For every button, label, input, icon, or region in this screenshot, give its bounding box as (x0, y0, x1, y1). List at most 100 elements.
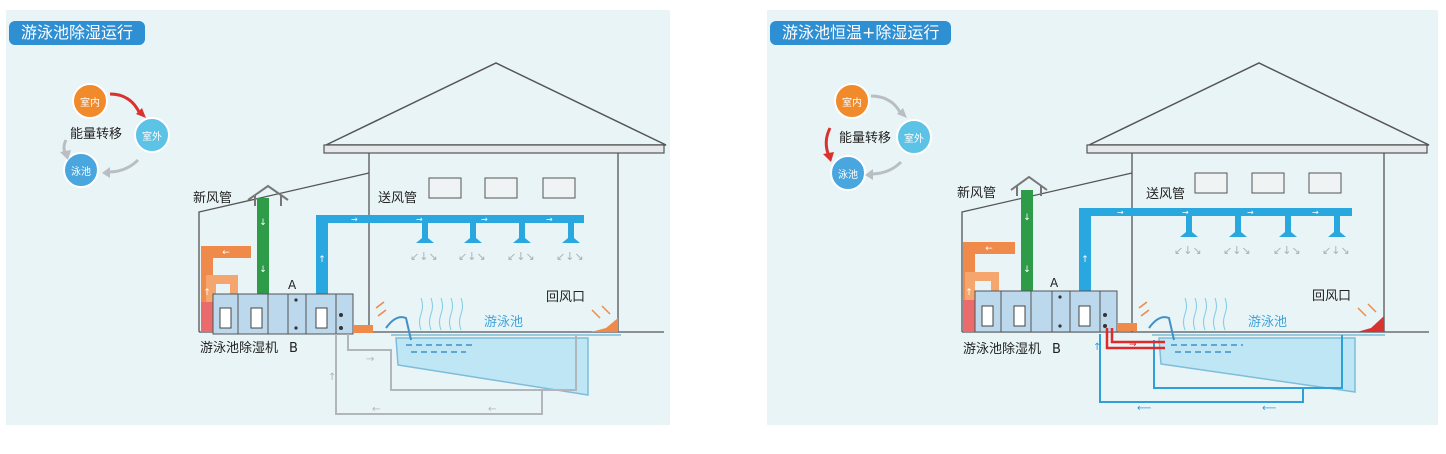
evaporation-lines (1183, 297, 1227, 331)
svg-text:↙↓↘: ↙↓↘ (1273, 244, 1301, 257)
supply-diffusers (416, 223, 580, 243)
annex-outline (198, 172, 370, 332)
svg-text:↙↓↘: ↙↓↘ (1223, 244, 1251, 257)
point-a-label: A (288, 278, 297, 292)
return-inlet (353, 325, 373, 333)
fresh-air-label: 新风管 (957, 185, 996, 201)
return-inlet (1117, 323, 1137, 331)
fresh-air-duct (257, 198, 269, 302)
svg-text:室内: 室内 (842, 96, 862, 109)
water-pipe (1099, 334, 1343, 403)
pool-ladder (1148, 316, 1175, 341)
svg-text:↓: ↓ (1023, 265, 1031, 275)
window (1194, 172, 1228, 194)
window (484, 177, 518, 199)
curved-arrow-icon (107, 158, 140, 174)
svg-text:→: → (481, 215, 488, 224)
pool-ladder (385, 316, 412, 341)
water-flow-arrows: ↑←←→ (328, 354, 496, 415)
svg-text:泳池: 泳池 (838, 168, 858, 181)
svg-text:↑: ↑ (328, 372, 336, 383)
pool-ripples (1171, 344, 1243, 353)
pool-ripples (406, 344, 476, 353)
point-a-label: A (1050, 276, 1059, 290)
svg-text:↑: ↑ (1093, 342, 1101, 353)
energy-transfer-label: 能量转移 (839, 131, 891, 146)
svg-text:⟵: ⟵ (1137, 403, 1151, 414)
heating-dehumidify-diagram: ↓ ↓ ← ↑ ↑ → → → → ↙↓↘↙↓↘ ↙↓↘↙↓↘ (823, 62, 1430, 414)
supply-air-label: 送风管 (1146, 187, 1185, 202)
house-roof (325, 62, 667, 146)
svg-text:↑: ↑ (318, 255, 326, 265)
indoor-icon (72, 83, 108, 119)
roof-eave (323, 144, 665, 154)
pool-label: 游泳池 (1248, 315, 1287, 330)
svg-text:→: → (366, 354, 374, 365)
curved-arrow-icon (870, 160, 903, 176)
return-air-label: 回风口 (546, 290, 585, 305)
window (1251, 172, 1285, 194)
supply-air-label: 送风管 (378, 191, 417, 206)
dehumidifier-unit (212, 293, 354, 335)
energy-transfer-label: 能量转移 (70, 127, 122, 142)
svg-text:↙↓↘: ↙↓↘ (1174, 244, 1202, 257)
window (428, 177, 462, 199)
return-grille (591, 318, 618, 332)
energy-transfer-cycle: 室内 室外 泳池 (823, 83, 932, 191)
dehumidifier-unit (974, 290, 1118, 333)
svg-text:→: → (351, 215, 358, 224)
fresh-air-label: 新风管 (193, 190, 232, 206)
svg-text:→: → (1312, 208, 1319, 217)
svg-text:↙↓↘: ↙↓↘ (556, 250, 584, 263)
pool-label: 游泳池 (484, 315, 523, 330)
svg-text:↙↓↘: ↙↓↘ (410, 250, 438, 263)
pool-icon (63, 152, 99, 188)
fresh-air-duct (1021, 190, 1033, 300)
roof-eave (1086, 144, 1428, 154)
svg-text:←: ← (488, 404, 496, 415)
svg-text:↙↓↘: ↙↓↘ (458, 250, 486, 263)
svg-text:←: ← (222, 248, 230, 258)
window (1308, 172, 1342, 194)
air-flow-arrows: ↙↓↘ ↙↓↘ ↙↓↘ ↙↓↘ (410, 250, 584, 263)
curved-arrow-icon (870, 94, 903, 115)
swimming-pool (395, 337, 589, 396)
energy-transfer-cycle: 室内 室外 泳池 (60, 83, 170, 188)
supply-air-duct (316, 215, 584, 302)
svg-text:↙↓↘: ↙↓↘ (507, 250, 535, 263)
svg-text:↑: ↑ (203, 288, 211, 298)
house-roof (1088, 62, 1430, 146)
panel-title: 游泳池除湿运行 (9, 21, 146, 45)
svg-text:室内: 室内 (80, 96, 100, 109)
evaporation-lines (419, 297, 463, 331)
pool-icon (830, 155, 866, 191)
annex-outline (961, 172, 1133, 332)
svg-text:→: → (1247, 208, 1254, 217)
return-grille (1357, 316, 1384, 332)
svg-text:→: → (416, 215, 423, 224)
svg-text:↓: ↓ (259, 218, 267, 228)
swimming-pool (1158, 337, 1356, 393)
svg-text:室外: 室外 (142, 130, 162, 143)
panel-title: 游泳池恒温+除湿运行 (770, 21, 952, 45)
svg-text:→: → (546, 215, 553, 224)
svg-text:⟵: ⟵ (1262, 403, 1276, 414)
return-air-label: 回风口 (1312, 289, 1351, 304)
indoor-icon (834, 83, 870, 119)
supply-diffusers (1180, 216, 1346, 237)
water-flow-arrows: ↑ ⟵ ⟵ (1093, 342, 1276, 414)
svg-text:↓: ↓ (1023, 213, 1031, 223)
svg-text:↑: ↑ (965, 288, 973, 298)
window (542, 177, 576, 199)
hot-water-pipe (1105, 328, 1165, 350)
dehumidify-diagram: ↓ ↓ ← ↑ ↑ → → → → ↙↓↘↙↓↘ ↙↓↘↙↓↘ (60, 62, 667, 415)
point-b-label: B (289, 341, 298, 356)
svg-text:泳池: 泳池 (71, 165, 91, 178)
svg-text:←: ← (985, 244, 993, 254)
air-flow-arrows: ↙↓↘↙↓↘ ↙↓↘↙↓↘ (1174, 244, 1350, 257)
svg-text:→: → (1129, 340, 1137, 350)
dehumidifier-label: 游泳池除湿机 (200, 341, 278, 356)
point-b-label: B (1052, 342, 1061, 357)
diagram-panel-dehumidify: ↓ ↓ ← ↑ ↑ → → → → ↙↓↘↙↓↘ ↙↓↘↙↓↘ (6, 10, 670, 425)
curved-arrow-icon (109, 92, 142, 115)
